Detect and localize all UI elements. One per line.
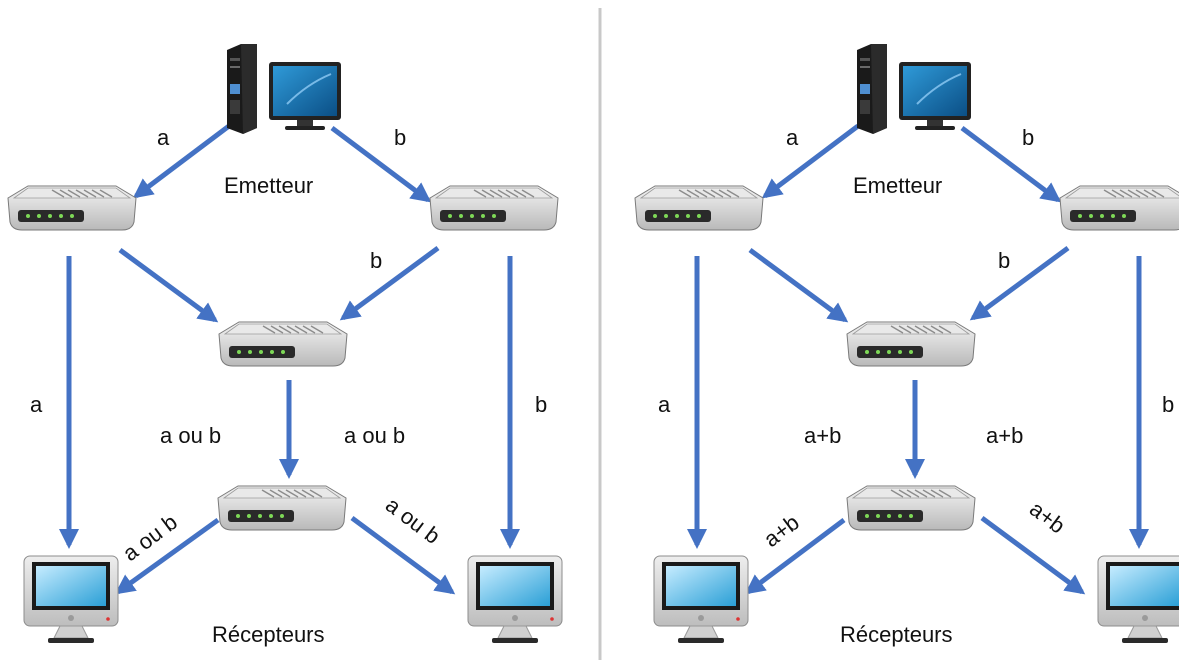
right-panel: Emetteur Récepteurs a b b a b a+b a+b a+…: [634, 43, 1179, 647]
edge-label: a+b: [759, 510, 804, 552]
left-panel: Emetteur Récepteurs a b b a b a ou b a o…: [7, 43, 563, 647]
edge-label: b: [535, 392, 547, 417]
arrow-bottom-to-rx-left: [744, 518, 846, 595]
arrow-src-to-right: [960, 126, 1062, 203]
edge-label: b: [394, 125, 406, 150]
receivers-label: Récepteurs: [840, 622, 953, 647]
sender-computer-icon: [856, 43, 972, 135]
receiver-monitor-icon: [23, 555, 119, 644]
sender-label: Emetteur: [853, 173, 942, 198]
receivers-label: Récepteurs: [212, 622, 325, 647]
edge-label: a+b: [804, 423, 841, 448]
router-icon: [1059, 185, 1179, 231]
arrow-src-to-left: [761, 124, 860, 199]
edge-label: b: [1022, 125, 1034, 150]
arrow-bottom-to-rx-right: [350, 515, 456, 595]
router-icon: [846, 321, 976, 367]
edge-label: a: [30, 392, 43, 417]
sender-computer-icon: [226, 43, 342, 135]
receiver-monitor-icon: [467, 555, 563, 644]
arrow-right-to-center: [969, 245, 1070, 321]
edge-label: a ou b: [381, 492, 445, 549]
arrow-right-to-center: [339, 245, 440, 321]
arrow-left-to-center: [748, 247, 849, 323]
arrow-bottom-to-rx-left: [114, 517, 220, 595]
edge-label: a: [786, 125, 799, 150]
router-icon: [846, 485, 976, 531]
edge-label: a+b: [986, 423, 1023, 448]
router-icon: [429, 185, 559, 231]
arrow-left-to-center: [118, 247, 219, 323]
router-icon: [218, 321, 348, 367]
edge-label: b: [1162, 392, 1174, 417]
arrow-src-to-left: [132, 124, 231, 199]
edge-label: b: [370, 248, 382, 273]
edge-label: a+b: [1025, 496, 1070, 538]
edge-label: b: [998, 248, 1010, 273]
router-icon: [217, 485, 347, 531]
sender-label: Emetteur: [224, 173, 313, 198]
receiver-monitor-icon: [653, 555, 749, 644]
edge-label: a ou b: [118, 509, 182, 566]
arrow-src-to-right: [330, 126, 432, 203]
edge-label: a ou b: [344, 423, 405, 448]
edge-label: a: [658, 392, 671, 417]
edge-label: a: [157, 125, 170, 150]
router-icon: [634, 185, 764, 231]
edge-label: a ou b: [160, 423, 221, 448]
router-icon: [7, 185, 137, 231]
arrow-bottom-to-rx-right: [980, 515, 1086, 595]
receiver-monitor-icon: [1097, 555, 1179, 644]
